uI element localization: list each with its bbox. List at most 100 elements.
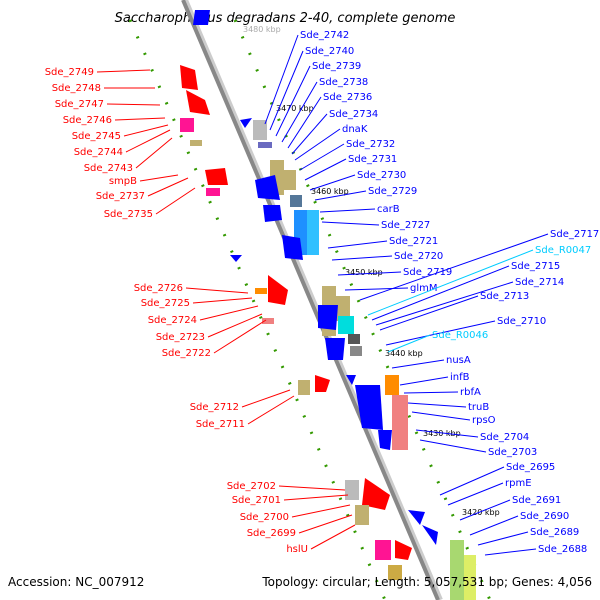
gene-label[interactable]: Sde_2743 [84, 163, 133, 174]
gene-label[interactable]: Sde_2726 [134, 283, 183, 294]
gene-label[interactable]: Sde_2721 [389, 236, 438, 247]
forward-gene [348, 334, 360, 344]
gene-label[interactable]: Sde_2691 [512, 495, 561, 506]
gene-label[interactable]: Sde_2688 [538, 544, 587, 555]
gene-label[interactable]: Sde_2729 [368, 186, 417, 197]
leader-line [387, 334, 431, 353]
gene-label[interactable]: carB [377, 204, 400, 215]
leader-line [331, 255, 393, 261]
reverse-gene [345, 480, 359, 500]
gene-label[interactable]: Sde_2737 [96, 191, 145, 202]
leader-line [403, 391, 459, 394]
gene-label[interactable]: Sde_R0047 [535, 245, 591, 256]
gene-label[interactable]: Sde_2702 [227, 481, 276, 492]
gene-label[interactable]: Sde_2747 [55, 99, 104, 110]
gene-label[interactable]: Sde_2740 [305, 46, 354, 57]
leader-line [344, 287, 409, 291]
leader-line [484, 548, 537, 556]
leader-line [264, 34, 299, 125]
forward-gene [336, 296, 350, 321]
gene-label[interactable]: Sde_2700 [240, 512, 289, 523]
gene-label[interactable]: Sde_2695 [506, 462, 555, 473]
gene-label[interactable]: Sde_2748 [52, 83, 101, 94]
forward-gene [307, 210, 319, 255]
gene-label[interactable]: infB [450, 372, 470, 383]
gene-label[interactable]: truB [468, 402, 489, 413]
gene-label[interactable]: Sde_2739 [312, 61, 361, 72]
gene-label[interactable]: Sde_2715 [511, 261, 560, 272]
gene-label[interactable]: Sde_2724 [148, 315, 197, 326]
leader-line [385, 320, 496, 346]
gene-label[interactable]: rpmE [505, 478, 532, 489]
gene-label[interactable]: Sde_2738 [319, 77, 368, 88]
forward-gene [355, 385, 383, 430]
tick-label: 3450 kbp [345, 268, 383, 277]
reverse-gene [268, 275, 288, 305]
leader-line [192, 297, 253, 304]
gene-label[interactable]: Sde_2736 [323, 92, 372, 103]
reverse-gene [205, 168, 228, 185]
gene-label[interactable]: Sde_2735 [104, 209, 153, 220]
gene-label[interactable]: Sde_2714 [515, 277, 564, 288]
gene-label[interactable]: Sde_2727 [381, 220, 430, 231]
leader-line [241, 389, 291, 408]
gene-label[interactable]: Sde_2744 [74, 147, 123, 158]
leader-line [185, 287, 249, 294]
reverse-gene [180, 65, 198, 90]
gene-label[interactable]: Sde_2730 [357, 170, 406, 181]
gene-label[interactable]: nusA [446, 355, 471, 366]
gene-label[interactable]: Sde_2731 [348, 154, 397, 165]
leader-line [321, 221, 380, 226]
leader-line [213, 319, 267, 354]
gene-label[interactable]: Sde_2725 [141, 298, 190, 309]
gene-label[interactable]: Sde_2711 [196, 419, 245, 430]
gene-label[interactable]: Sde_2722 [162, 348, 211, 359]
leader-line [269, 50, 304, 131]
map-title: Saccharophagus degradans 2-40, complete … [115, 11, 456, 26]
leader-line [359, 233, 549, 301]
leader-line [125, 129, 171, 153]
forward-gene [464, 555, 476, 600]
gene-label[interactable]: Sde_2690 [520, 511, 569, 522]
gene-label[interactable]: Sde_2699 [247, 528, 296, 539]
gene-label[interactable]: Sde_2749 [45, 67, 94, 78]
gene-label[interactable]: Sde_2719 [403, 267, 452, 278]
accession-text: Accession: NC_007912 [8, 575, 144, 589]
gene-label[interactable]: Sde_2712 [190, 402, 239, 413]
gene-label[interactable]: hslU [286, 544, 308, 555]
gene-label[interactable]: smpB [109, 176, 137, 187]
leader-line [411, 411, 471, 421]
gene-label[interactable]: Sde_2720 [394, 251, 443, 262]
gene-label[interactable]: Sde_R0046 [432, 330, 488, 341]
gene-label[interactable]: Sde_2734 [329, 109, 378, 120]
forward-gene [258, 142, 272, 148]
reverse-gene [315, 375, 330, 392]
leader-line [247, 395, 295, 425]
gene-label[interactable]: Sde_2713 [480, 291, 529, 302]
gene-label[interactable]: Sde_2732 [346, 139, 395, 150]
forward-gene [193, 10, 210, 25]
gene-label[interactable]: glmM [410, 283, 438, 294]
gene-label[interactable]: Sde_2746 [63, 115, 112, 126]
leader-line [309, 174, 356, 191]
gene-label[interactable]: Sde_2703 [488, 447, 537, 458]
gene-label[interactable]: Sde_2701 [232, 495, 281, 506]
gene-label[interactable]: rpsO [472, 415, 496, 426]
forward-gene [240, 118, 252, 128]
forward-gene [282, 235, 303, 260]
tick-label: 3460 kbp [311, 187, 349, 196]
gene-label[interactable]: Sde_2710 [497, 316, 546, 327]
leader-line [275, 65, 311, 137]
gene-label[interactable]: Sde_2717 [550, 229, 599, 240]
forward-gene [422, 525, 438, 545]
leader-line [294, 128, 341, 161]
forward-gene [263, 205, 282, 222]
gene-label[interactable]: Sde_2745 [72, 131, 121, 142]
gene-label[interactable]: Sde_2689 [530, 527, 579, 538]
gene-label[interactable]: Sde_2704 [480, 432, 529, 443]
gene-label[interactable]: Sde_2742 [300, 30, 349, 41]
gene-label[interactable]: Sde_2723 [156, 332, 205, 343]
reverse-gene [355, 505, 369, 525]
gene-label[interactable]: dnaK [342, 124, 368, 135]
gene-label[interactable]: rbfA [460, 387, 481, 398]
